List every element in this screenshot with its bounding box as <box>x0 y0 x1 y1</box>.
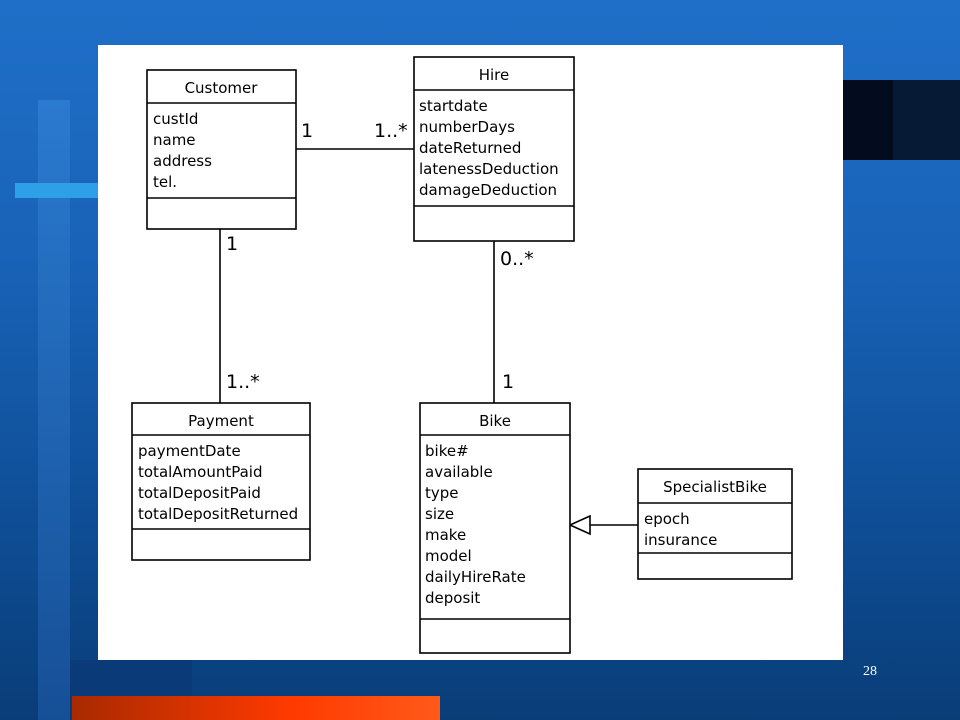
generalization-arrowhead <box>568 514 591 536</box>
class-payment: Payment paymentDate totalAmountPaid tota… <box>131 402 311 561</box>
class-customer-box <box>146 69 297 230</box>
hire-attr: damageDeduction <box>419 181 557 199</box>
bike-attr: model <box>425 547 472 565</box>
multiplicity-hire-bike-hire-end: 0..* <box>500 248 534 270</box>
bike-attr: dailyHireRate <box>425 568 526 586</box>
uml-class-diagram: Customer custId name address tel. Hire s… <box>98 45 843 660</box>
class-payment-box <box>131 402 311 561</box>
class-specialist-bike-box <box>637 468 793 580</box>
class-customer: Customer custId name address tel. <box>146 69 297 230</box>
customer-attr: name <box>153 131 196 149</box>
multiplicity-customer-payment-customer-end: 1 <box>226 233 238 255</box>
multiplicity-hire-bike-bike-end: 1 <box>502 371 514 393</box>
diagram-canvas: Customer custId name address tel. Hire s… <box>131 56 793 654</box>
customer-attr: address <box>153 152 212 170</box>
hire-attr: latenessDeduction <box>419 160 559 178</box>
slide-page-number: 28 <box>863 664 877 679</box>
class-hire: Hire startdate numberDays dateReturned l… <box>413 56 575 242</box>
class-bike-box <box>419 402 571 654</box>
class-bike: Bike bike# available type size make mode… <box>419 402 571 654</box>
customer-attr: tel. <box>153 173 177 191</box>
multiplicity-customer-payment-payment-end: 1..* <box>226 371 260 393</box>
hire-attr: numberDays <box>419 118 515 136</box>
bike-attr: deposit <box>425 589 480 607</box>
specialist-bike-attr: insurance <box>644 531 717 549</box>
bike-attr: type <box>425 484 459 502</box>
class-payment-name: Payment <box>188 412 254 430</box>
customer-attr: custId <box>153 110 198 128</box>
decor-left-strip <box>38 100 70 720</box>
hire-attr: startdate <box>419 97 488 115</box>
payment-attr: totalAmountPaid <box>138 463 263 481</box>
payment-attr: totalDepositPaid <box>138 484 261 502</box>
class-specialist-bike-name: SpecialistBike <box>663 478 767 496</box>
payment-attr: paymentDate <box>138 442 241 460</box>
payment-attr: totalDepositReturned <box>138 505 298 523</box>
multiplicity-customer-hire-hire-end: 1..* <box>374 120 408 142</box>
bike-attr: bike# <box>425 442 469 460</box>
class-specialist-bike: SpecialistBike epoch insurance <box>637 468 793 580</box>
decor-dark-block-inner <box>843 80 893 160</box>
class-bike-name: Bike <box>479 412 511 430</box>
bike-attr: make <box>425 526 466 544</box>
bike-attr: available <box>425 463 493 481</box>
class-customer-name: Customer <box>185 79 259 97</box>
bike-attr: size <box>425 505 454 523</box>
class-hire-box <box>413 56 575 242</box>
multiplicity-customer-hire-customer-end: 1 <box>301 120 313 142</box>
decor-cyan-bar <box>15 183 98 198</box>
hire-attr: dateReturned <box>419 139 521 157</box>
class-hire-name: Hire <box>479 66 510 84</box>
specialist-bike-attr: epoch <box>644 510 690 528</box>
decor-orange-bar <box>72 696 440 720</box>
